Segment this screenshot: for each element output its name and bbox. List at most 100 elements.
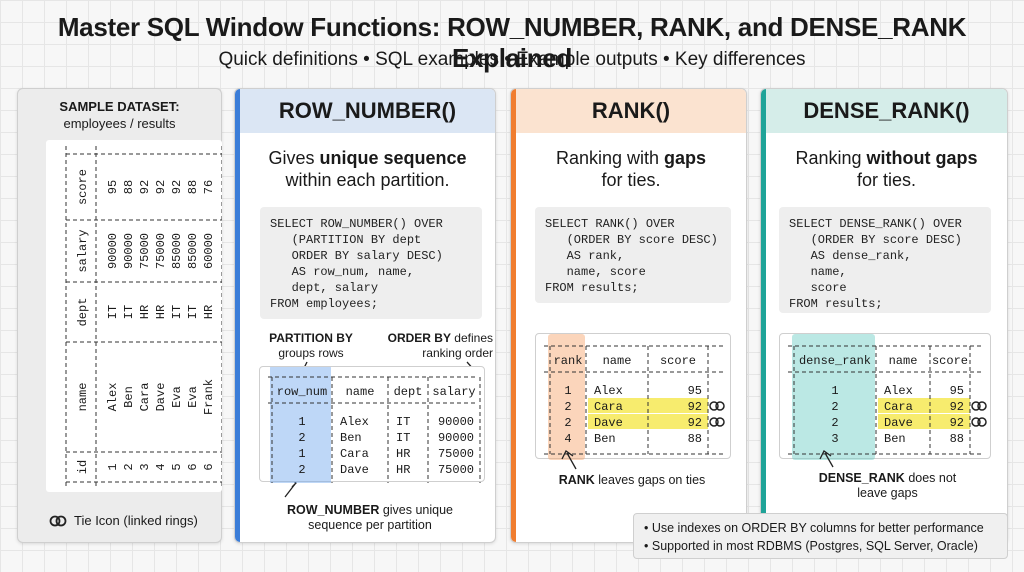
table-cell: Alex: [340, 415, 369, 429]
tie-icon: [49, 515, 67, 526]
desc-part: Ranking with: [555, 148, 665, 168]
table-cell: Ben: [884, 432, 906, 446]
row-number-accent-bar: [235, 89, 240, 542]
dense-rank-footer: DENSE_RANK does not leave gaps: [766, 471, 1007, 501]
table-cell: 2: [298, 463, 305, 477]
dense-rank-accent-bar: [761, 89, 766, 542]
footer-emphasis: ROW_NUMBER: [286, 503, 380, 517]
order-by-note: ORDER BY defines ranking order: [373, 331, 493, 361]
key-column-highlight: [270, 367, 331, 483]
desc-emphasis: without gaps: [866, 148, 978, 168]
sample-cell: 95: [106, 180, 120, 194]
sample-cell: Dave: [154, 383, 168, 412]
tie-legend-label: Tie Icon (linked rings): [74, 513, 198, 528]
sample-header: id: [76, 460, 90, 474]
sample-cell: 75000: [154, 233, 168, 269]
table-cell: 2: [831, 416, 838, 430]
desc-part: Gives: [268, 148, 320, 168]
table-cell: 1: [564, 384, 571, 398]
table-header: name: [346, 385, 375, 399]
table-header: name: [889, 354, 918, 368]
table-cell: 92: [688, 400, 702, 414]
table-cell: 88: [950, 432, 964, 446]
sample-cell: IT: [186, 305, 200, 319]
table-cell: Dave: [884, 416, 913, 430]
rank-accent-bar: [511, 89, 516, 542]
table-cell: 92: [688, 416, 702, 430]
footer-text: sequence per partition: [308, 518, 432, 532]
rank-panel: RANK() Ranking with gaps for ties. SELEC…: [510, 88, 747, 543]
table-cell: HR: [396, 447, 410, 461]
sample-cell: IT: [106, 305, 120, 319]
desc-emphasis: gaps: [664, 148, 707, 168]
sample-table-svg: idnamedeptsalaryscore1AlexIT90000952BenI…: [65, 146, 222, 486]
table-cell: 1: [298, 415, 305, 429]
table-cell: 4: [564, 432, 571, 446]
sample-dataset-title: SAMPLE DATASET:: [59, 99, 180, 114]
table-cell: 95: [688, 384, 702, 398]
sample-cell: Ben: [122, 386, 136, 408]
table-cell: 3: [831, 432, 838, 446]
tip-text: Use indexes on ORDER BY columns for bett…: [651, 521, 984, 535]
table-header: score: [660, 354, 696, 368]
table-cell: IT: [396, 415, 410, 429]
table-cell: 75000: [438, 447, 474, 461]
sample-cell: IT: [122, 305, 136, 319]
page-subtitle: Quick definitions • SQL examples • Examp…: [218, 49, 806, 70]
tie-icon: [971, 401, 981, 411]
sample-cell: 1: [106, 463, 120, 470]
note-text: defines: [450, 331, 493, 345]
sample-cell: 88: [186, 180, 200, 194]
rank-heading: RANK(): [516, 89, 746, 133]
row-number-heading: ROW_NUMBER(): [240, 89, 495, 133]
sample-cell: Eva: [170, 386, 184, 408]
table-cell: Ben: [340, 431, 362, 445]
note-emphasis: PARTITION BY: [269, 331, 353, 345]
tie-icon: [715, 417, 725, 427]
table-cell: IT: [396, 431, 410, 445]
tie-icon: [977, 401, 987, 411]
tie-row-highlight: [878, 398, 970, 413]
sample-cell: IT: [170, 305, 184, 319]
table-header: score: [932, 354, 968, 368]
sample-cell: 60000: [202, 233, 216, 269]
sample-cell: 5: [170, 463, 184, 470]
table-cell: 92: [950, 400, 964, 414]
sample-cell: 90000: [122, 233, 136, 269]
tip-item: • Supported in most RDBMS (Postgres, SQL…: [644, 539, 978, 553]
table-cell: 1: [831, 384, 838, 398]
desc-part: Ranking: [795, 148, 867, 168]
table-cell: 2: [564, 416, 571, 430]
desc-part: within each partition.: [285, 170, 450, 190]
row-number-footer: ROW_NUMBER gives unique sequence per par…: [265, 503, 475, 533]
table-cell: 95: [950, 384, 964, 398]
footer-emphasis: DENSE_RANK: [818, 471, 905, 485]
tip-item: • Use indexes on ORDER BY columns for be…: [644, 521, 984, 535]
footer-text: leaves gaps on ties: [594, 473, 706, 487]
note-text: ranking order: [422, 346, 493, 360]
tie-legend: Tie Icon (linked rings): [48, 513, 198, 528]
sample-cell: 2: [122, 463, 136, 470]
sample-header: score: [76, 169, 90, 205]
sample-cell: HR: [202, 305, 216, 319]
table-cell: Alex: [884, 384, 913, 398]
sample-cell: 76: [202, 180, 216, 194]
table-cell: 90000: [438, 431, 474, 445]
table-cell: Cara: [884, 400, 913, 414]
sample-header: salary: [76, 229, 90, 272]
tip-text: Supported in most RDBMS (Postgres, SQL S…: [651, 539, 978, 553]
sample-cell: Alex: [106, 383, 120, 412]
sample-cell: Frank: [202, 379, 216, 415]
key-column-highlight: [792, 334, 875, 460]
table-header: rank: [554, 354, 583, 368]
table-header: name: [603, 354, 632, 368]
sample-cell: 4: [154, 463, 168, 470]
